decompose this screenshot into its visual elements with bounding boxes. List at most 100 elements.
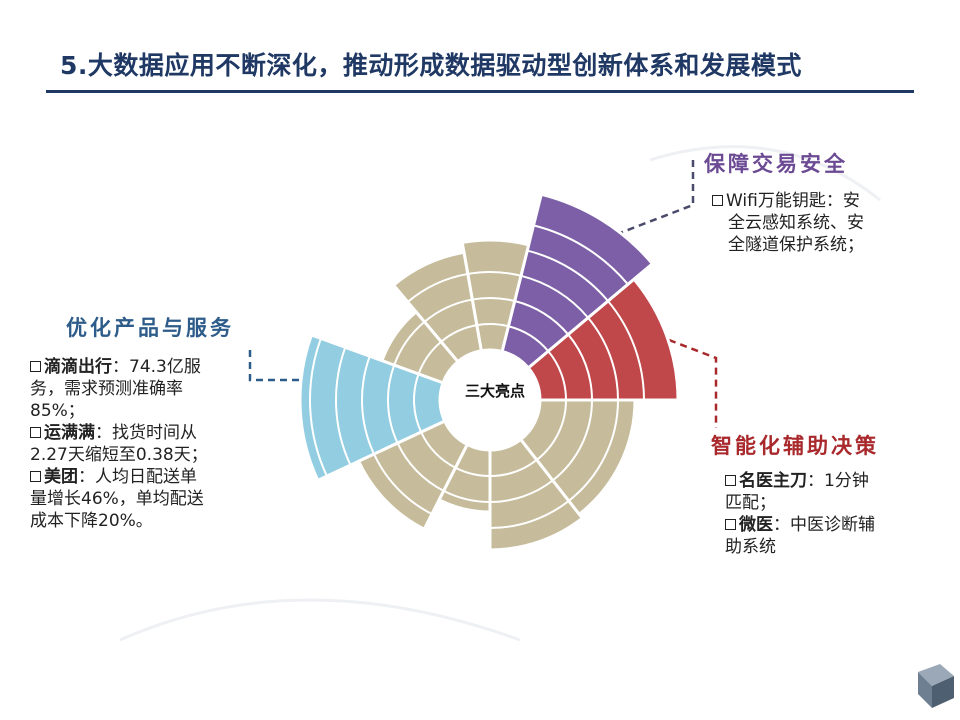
sector-ring-line <box>393 321 426 366</box>
item-line: 成本下降20%。 <box>30 510 280 532</box>
item-text: 85%； <box>30 401 85 421</box>
sector-tan-top <box>460 238 531 354</box>
item-text: 中医诊断辅 <box>790 515 875 535</box>
item-text: 74.3亿服 <box>129 357 201 377</box>
item-text: 人均日配送单 <box>95 467 197 487</box>
checkbox-bullet-icon <box>30 471 41 482</box>
item-text: 1分钟 <box>824 471 869 491</box>
item-text: 找货时间从 <box>112 423 197 443</box>
item-line: 量增长46%，单均配送 <box>30 488 280 510</box>
section-items: Wifi万能钥匙：安全云感知系统、安全隧道保护系统； <box>712 190 904 256</box>
item-line-first: Wifi万能钥匙：安 <box>712 190 904 212</box>
leader-line-left <box>248 350 300 382</box>
sector-ring-line <box>567 333 593 401</box>
sector-blue <box>298 333 447 483</box>
item-separator: ： <box>807 471 824 491</box>
sector-ring-line <box>440 324 477 343</box>
item-line: 务，需求预测准确率 <box>30 378 280 400</box>
sector-ring-line <box>508 325 549 352</box>
center-label: 三大亮点 <box>464 382 525 400</box>
sector-ring-line <box>472 297 515 303</box>
sector-ring-line <box>335 346 352 466</box>
item-separator: ： <box>95 423 112 443</box>
section-decision: 智能化辅助决策 名医主刀：1分钟匹配；微医：中医诊断辅助系统 <box>711 430 931 558</box>
checkbox-bullet-icon <box>725 519 736 530</box>
item-name: 美团 <box>44 467 78 487</box>
sector-ring-line <box>533 224 629 285</box>
section-items: 名医主刀：1分钟匹配；微医：中医诊断辅助系统 <box>725 470 931 558</box>
item-line-first: 名医主刀：1分钟 <box>725 470 931 492</box>
sector-ring-line <box>373 453 433 515</box>
item-text: 量增长46%，单均配送 <box>30 489 204 509</box>
sector-ring-line <box>467 271 522 277</box>
item-name: 微医 <box>739 515 773 535</box>
sector-ring-line <box>407 272 468 303</box>
radial-sectors <box>298 192 680 552</box>
title-underline <box>46 90 914 93</box>
sector-ring-line <box>587 317 619 401</box>
sector-ring-line <box>520 274 589 319</box>
sector-ring-line <box>536 399 567 461</box>
item-text: 全隧道保护系统； <box>728 235 864 255</box>
checkbox-bullet-icon <box>30 427 41 438</box>
item-name: 运满满 <box>44 423 95 443</box>
sector-ring-line <box>361 355 375 455</box>
sector-ring-line <box>387 364 399 444</box>
sector-ring-line <box>489 459 538 477</box>
sector-ring-line <box>420 431 456 469</box>
center-hub <box>441 351 539 449</box>
item-text: 2.27天缩短至0.38天； <box>30 445 208 465</box>
item-name: 名医主刀 <box>739 471 807 491</box>
sector-tan-lower-left <box>356 419 470 532</box>
leader-line-top-right <box>611 160 695 238</box>
sector-ring-line <box>552 399 593 482</box>
leader-lines <box>248 160 718 428</box>
sector-tan-upper-left <box>391 250 484 364</box>
item-line: 2.27天缩短至0.38天； <box>30 444 280 466</box>
sector-ring-line <box>489 500 570 529</box>
checkbox-bullet-icon <box>30 361 41 372</box>
sector-ring-line <box>309 338 328 477</box>
item-text: 全云感知系统、安 <box>728 213 864 233</box>
sector-ring-line <box>417 341 442 375</box>
slide-title: 5.大数据应用不断深化，推动形成数据驱动型创新体系和发展模式 <box>60 51 802 80</box>
item-line: 助系统 <box>725 536 931 558</box>
item-line: 全云感知系统、安 <box>712 212 904 234</box>
corner-cube-icon <box>918 664 954 708</box>
item-line-first: 运满满：找货时间从 <box>30 422 280 444</box>
sector-ring-line <box>607 300 645 401</box>
item-line-first: 滴滴出行：74.3亿服 <box>30 356 280 378</box>
sector-ring-line <box>443 489 491 503</box>
sector-ring-line <box>568 399 619 502</box>
sector-ring-line <box>527 249 609 302</box>
watermark-decor <box>119 145 881 642</box>
item-text: 匹配； <box>725 493 776 513</box>
section-security: 保障交易安全 Wifi万能钥匙：安全云感知系统、安全隧道保护系统； <box>704 148 904 256</box>
item-separator: ： <box>78 467 95 487</box>
item-line-first: 美团：人均日配送单 <box>30 466 280 488</box>
sector-ring-line <box>396 442 445 492</box>
item-line: 匹配； <box>725 492 931 514</box>
item-text: 成本下降20%。 <box>30 511 153 531</box>
sector-tan-right <box>518 398 637 517</box>
leader-line-bottom-right <box>668 338 718 428</box>
sector-ring-line <box>547 350 567 401</box>
sector-ring-line <box>514 300 569 336</box>
sector-purple <box>500 192 655 370</box>
item-name: 滴滴出行 <box>44 357 112 377</box>
item-line-first: 微医：中医诊断辅 <box>725 514 931 536</box>
sector-ring-line <box>423 298 473 323</box>
section-heading: 保障交易安全 <box>704 152 848 176</box>
item-text: Wifi万能钥匙：安 <box>726 191 860 211</box>
checkbox-bullet-icon <box>712 195 723 206</box>
item-separator: ： <box>773 515 790 535</box>
item-separator: ： <box>112 357 129 377</box>
section-heading: 优化产品与服务 <box>66 316 234 340</box>
item-text: 务，需求预测准确率 <box>30 379 183 399</box>
item-text: 助系统 <box>725 537 776 557</box>
sector-ring-line <box>413 373 423 433</box>
